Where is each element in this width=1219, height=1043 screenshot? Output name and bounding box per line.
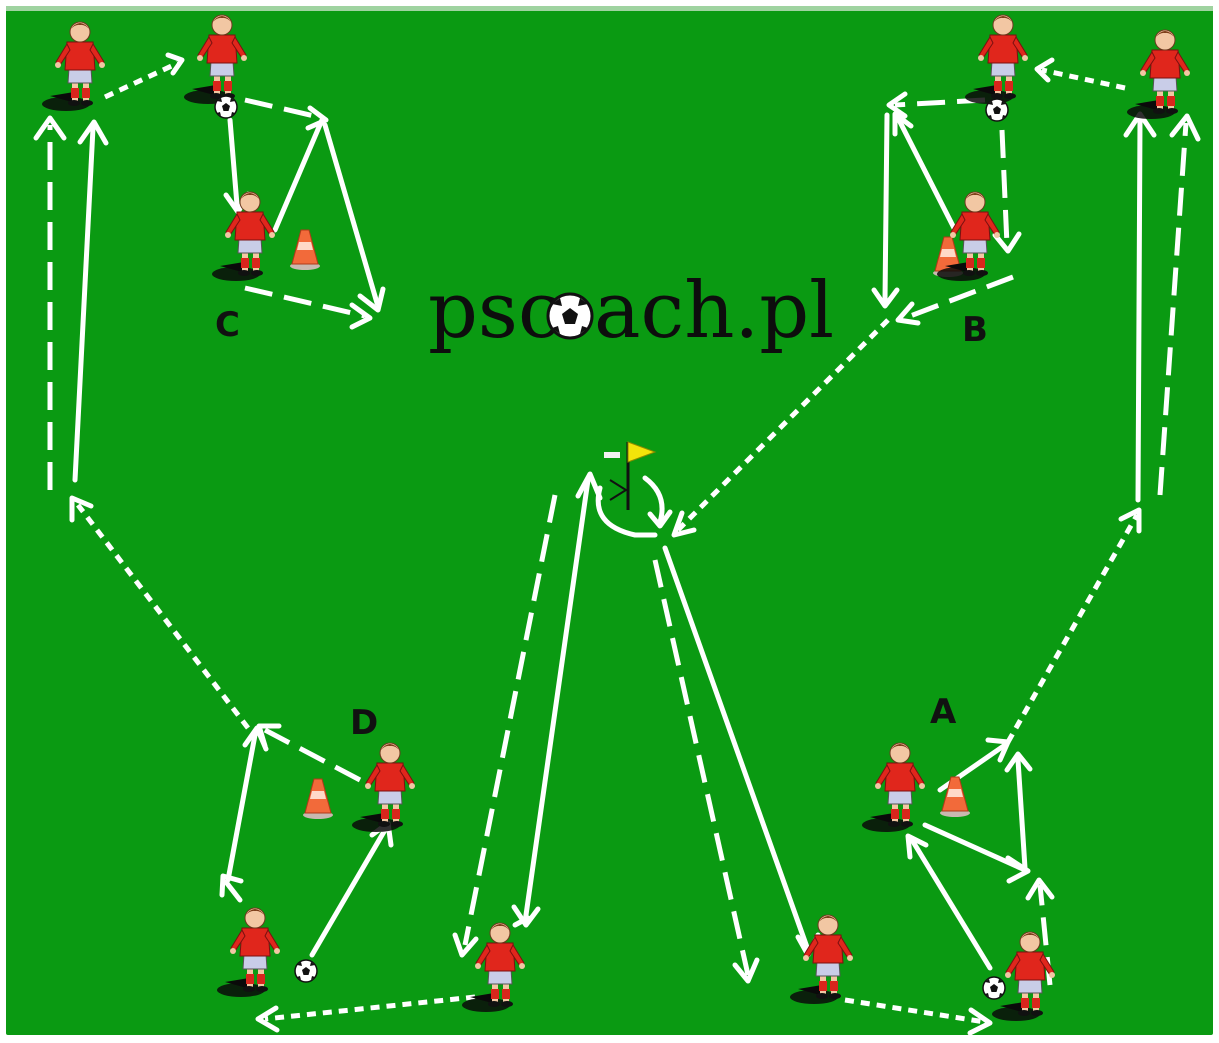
soccer-ball-icon [214,95,238,119]
soccer-ball-icon [982,976,1006,1000]
station-label-a: A [930,692,957,732]
station-d-arrows [69,495,476,1033]
center-runs [452,318,890,984]
return-runs [33,111,1201,503]
station-a-arrows [844,507,1142,1036]
logo-prefix: psc [428,266,562,356]
station-label-d: D [350,703,378,743]
station-label-c: C [215,305,240,345]
corner-flag-icon [604,441,657,510]
soccer-ball-icon [985,98,1009,122]
site-logo: psc ach.pl [428,266,834,356]
logo-suffix: ach.pl [594,266,834,356]
soccer-ball-icon [294,959,318,983]
soccer-ball-logo-icon [546,292,594,340]
station-label-b: B [962,310,988,350]
